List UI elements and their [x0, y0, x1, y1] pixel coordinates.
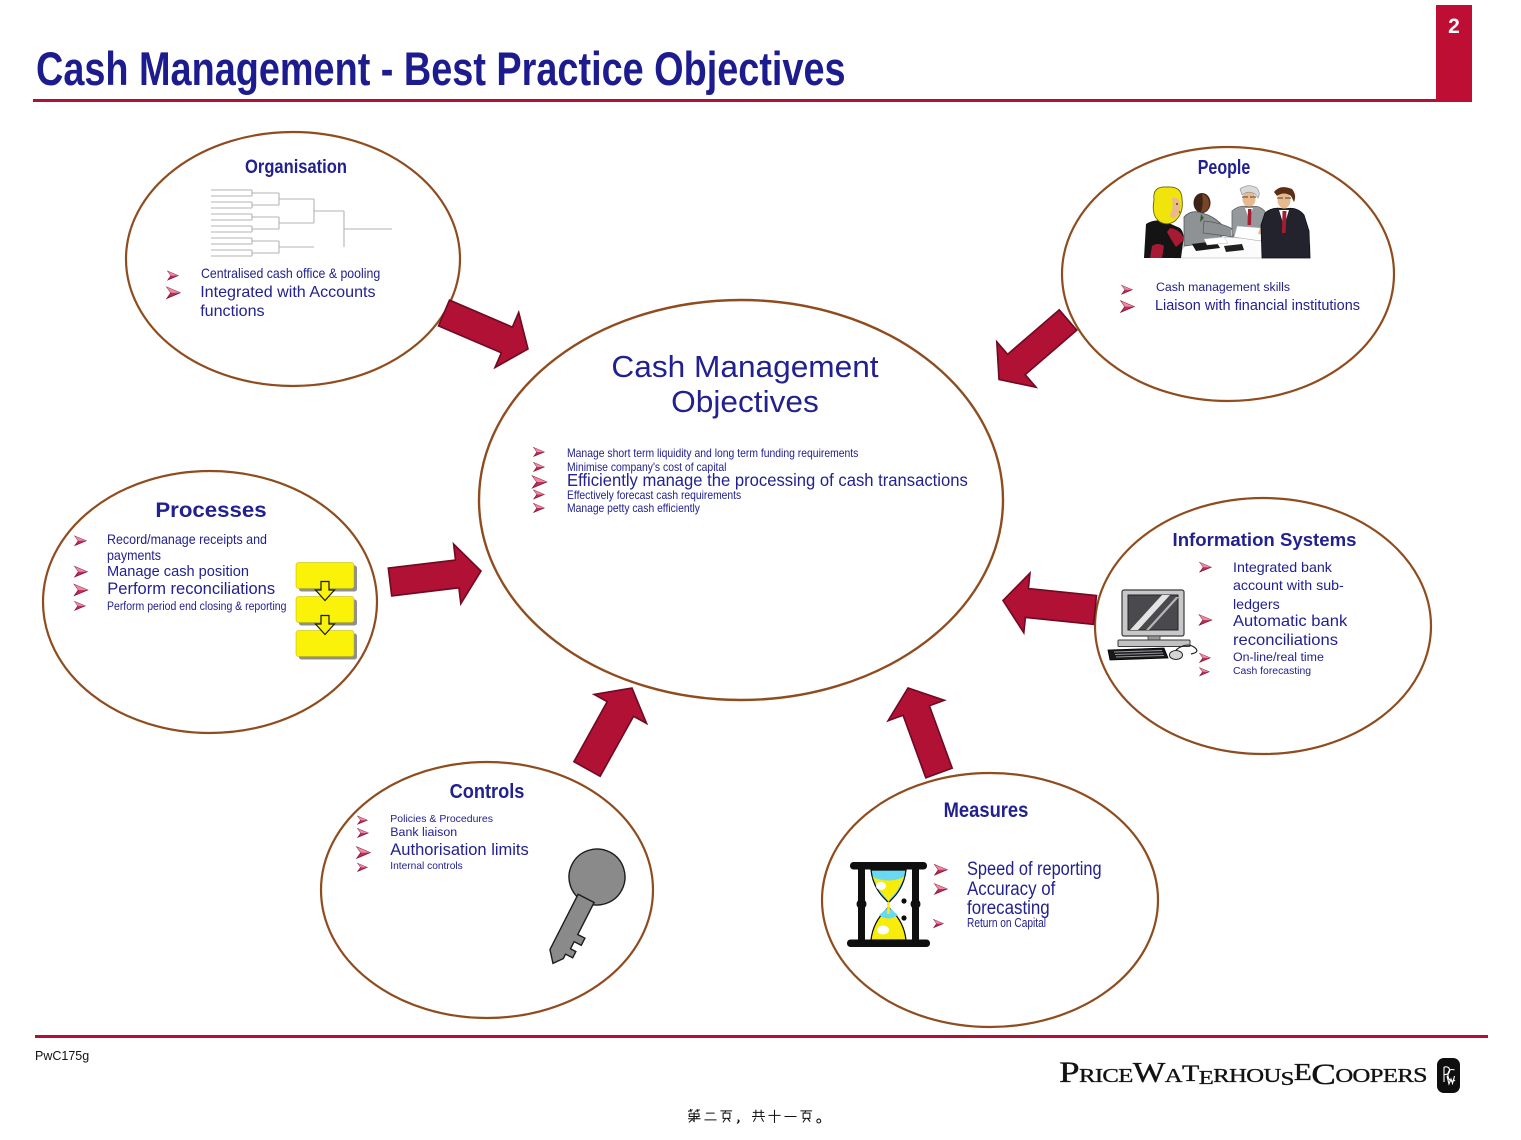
processes-bullet-3: Perform reconciliations: [107, 580, 276, 599]
center-bullet-4: Effectively forecast cash requirements: [566, 487, 741, 502]
bullet-arrow-icon: [1198, 561, 1213, 573]
arrow-information-systems-to-center: [1001, 570, 1098, 636]
arrow-organisation-to-center: [437, 299, 529, 370]
center-bullet-3: Efficiently manage the processing of cas…: [566, 470, 968, 491]
footer-page-info-glyphs: [687, 1108, 822, 1124]
footer-rule: [35, 1035, 1488, 1038]
information-systems-bullet-3: On-line/real time: [1233, 650, 1324, 665]
page-number: 2: [1448, 15, 1460, 38]
processes-ellipse: [41, 469, 379, 735]
measures-ellipse: [820, 771, 1160, 1029]
footer-doc-code: PwC175g: [35, 1048, 90, 1063]
bullet-arrow-icon: [356, 827, 370, 839]
pricewaterhousecoopers-logo: PRICEWATERHOUSECOOPERS: [1059, 1056, 1428, 1091]
bullet-arrow-icon: [1198, 667, 1211, 677]
bullet-markers: [73, 270, 1213, 929]
bullet-arrow-icon: [532, 461, 546, 473]
bullet-arrow-icon: [531, 475, 548, 489]
bullet-arrow-icon: [932, 918, 945, 929]
bullet-arrow-icon: [532, 489, 546, 500]
bullet-arrow-icon: [73, 565, 89, 578]
bullet-arrow-icon: [356, 862, 369, 873]
information-systems-bullet-4: Cash forecasting: [1233, 665, 1312, 677]
bullet-arrow-icon: [73, 583, 89, 597]
bullet-arrow-icon: [1198, 613, 1213, 627]
page-number-box: [1436, 5, 1472, 102]
bullet-arrow-icon: [355, 846, 372, 860]
controls-title: Controls: [449, 780, 525, 803]
arrow-measures-to-center: [886, 687, 954, 779]
organisation-ellipse: [124, 130, 462, 388]
organisation-bullet-2: Integrated with Accounts functions: [200, 282, 376, 321]
controls-bullet-3: Authorisation limits: [390, 841, 529, 859]
bullet-arrow-icon: [165, 286, 182, 300]
bullet-arrow-icon: [532, 446, 546, 458]
bullet-arrow-icon: [1120, 284, 1134, 295]
arrow-controls-to-center: [572, 687, 649, 778]
measures-bullet-3: Return on Capital: [967, 916, 1047, 931]
information-systems-bullet-1: Integrated bank account with sub-ledgers: [1233, 559, 1344, 612]
organisation-title: Organisation: [245, 157, 347, 179]
center-bullet-1: Manage short term liquidity and long ter…: [566, 445, 859, 460]
arrow-processes-to-center: [387, 541, 483, 607]
bullet-arrow-icon: [532, 502, 546, 514]
center-title: Cash Management Objectives: [611, 348, 879, 420]
bullet-arrow-icon: [933, 863, 949, 876]
processes-bullet-1: Record/manage receipts and payments: [107, 531, 268, 564]
bullet-arrow-icon: [166, 270, 180, 281]
processes-bullet-2: Manage cash position: [107, 562, 250, 580]
key-icon: [549, 848, 626, 965]
slide-title: Cash Management - Best Practice Objectiv…: [36, 42, 846, 95]
people-bullet-2: Liaison with financial institutions: [1155, 296, 1361, 314]
center-bullet-5: Manage petty cash efficiently: [566, 501, 700, 516]
desktop-computer-icon: [1107, 589, 1198, 661]
bullet-arrow-icon: [356, 815, 369, 825]
center-bullet-2: Minimise company's cost of capital: [566, 460, 727, 475]
information-systems-bullet-2: Automatic bank reconciliations: [1233, 611, 1348, 649]
people-ellipse: [1060, 145, 1396, 403]
center-ellipse: [477, 298, 1005, 702]
measures-bullet-1: Speed of reporting: [966, 859, 1102, 880]
controls-ellipse: [319, 760, 655, 1020]
title-underline: [33, 99, 1436, 102]
pwc-logo-badge-icon: [1437, 1058, 1460, 1093]
org-chart-icon: [211, 189, 392, 257]
arrow-people-to-center: [995, 308, 1078, 389]
processes-bullet-4: Perform period end closing & reporting: [107, 598, 287, 613]
controls-bullet-4: Internal controls: [390, 860, 463, 872]
processes-title: Processes: [154, 498, 267, 523]
bullet-arrow-icon: [73, 535, 88, 547]
controls-bullet-1: Policies & Procedures: [390, 813, 494, 826]
controls-bullet-2: Bank liaison: [390, 825, 458, 839]
organisation-bullet-1: Centralised cash office & pooling: [200, 266, 380, 282]
measures-bullet-2: Accuracy of forecasting: [966, 879, 1056, 920]
flowchart-icon: [295, 562, 357, 660]
business-meeting-icon: [1144, 185, 1311, 259]
bullet-arrow-icon: [933, 882, 949, 896]
information-systems-title: Information Systems: [1172, 529, 1357, 550]
bullet-arrow-icon: [1198, 652, 1212, 664]
measures-title: Measures: [943, 798, 1029, 822]
bullet-arrow-icon: [1119, 300, 1136, 314]
people-bullet-1: Cash management skills: [1155, 282, 1290, 295]
information-systems-ellipse: [1093, 496, 1433, 756]
people-title: People: [1197, 157, 1250, 180]
hourglass-icon: [847, 862, 930, 947]
bullet-arrow-icon: [73, 600, 87, 612]
